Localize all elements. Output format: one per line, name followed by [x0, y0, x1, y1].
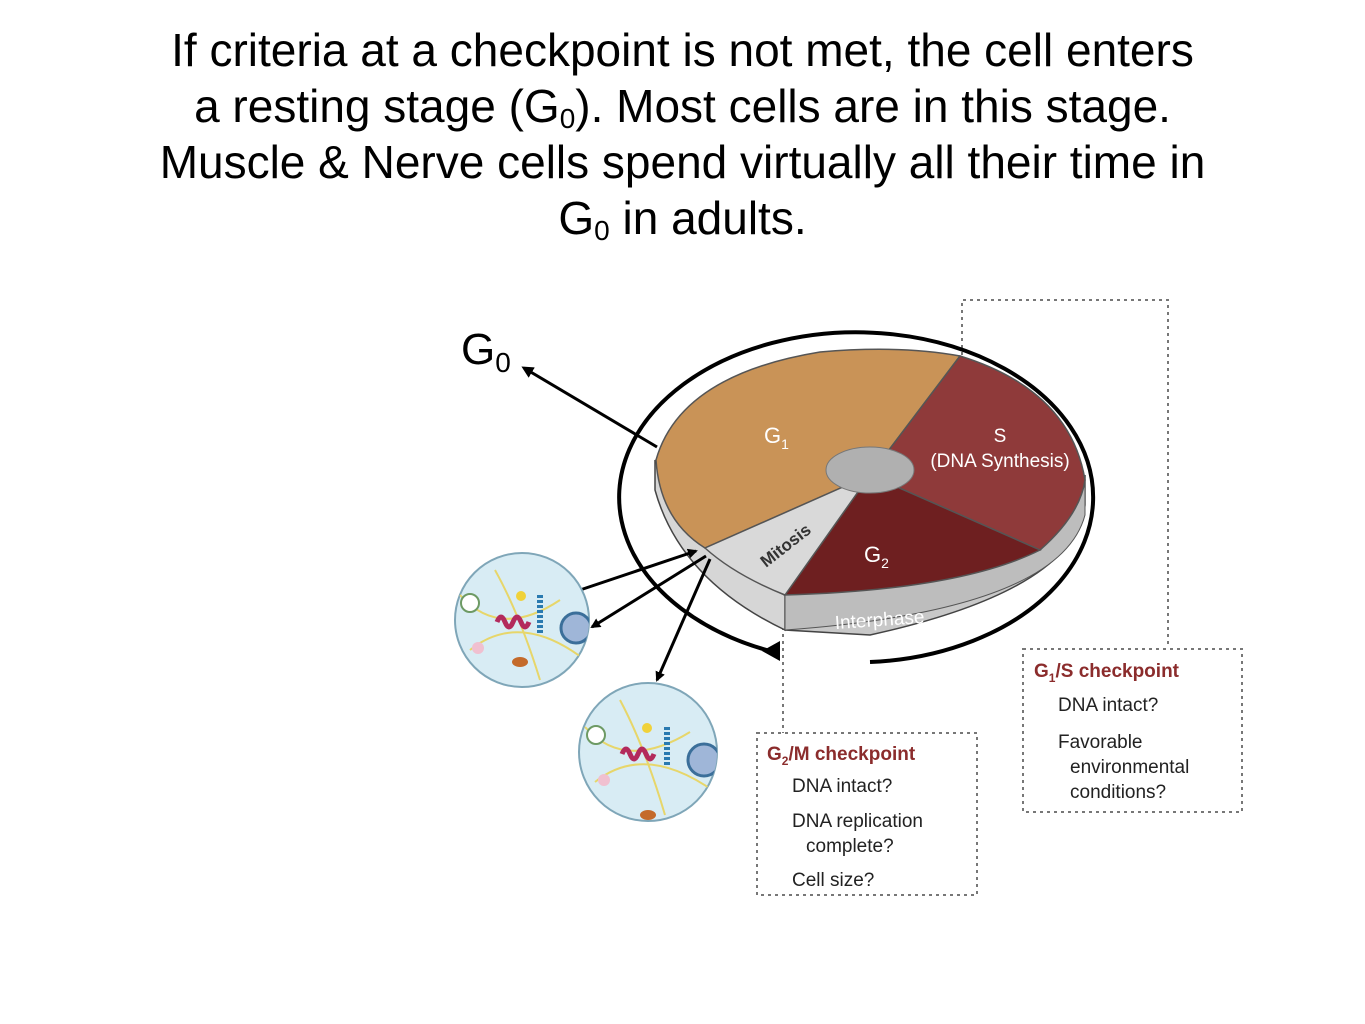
title-line-4-end: in adults.: [609, 192, 807, 244]
g2m-checkpoint-box: G2/M checkpoint DNA intact? DNA replicat…: [756, 732, 978, 896]
g2m-question-replication-1: DNA replication: [792, 811, 923, 832]
cycle-ring: [617, 330, 1096, 664]
ring-arrowhead-icon: [762, 641, 780, 661]
g2m-question-size: Cell size?: [792, 870, 874, 891]
daughter-cell-1: [454, 552, 590, 688]
s-slice: [868, 355, 1086, 551]
g1s-connector-line: [961, 299, 1169, 648]
g1s-checkpoint-box: G1/S checkpoint DNA intact? Favorable en…: [1022, 648, 1243, 813]
arrow-to-g0: [521, 366, 658, 449]
title-line-2-text: a resting stage (G: [194, 80, 560, 132]
s-label-line2: (DNA Synthesis): [930, 451, 1069, 472]
daughter-cell-2: [578, 682, 718, 822]
g1s-checkpoint-title: G1/S checkpoint: [1034, 661, 1180, 685]
nucleus-icon: [559, 611, 589, 645]
g2m-question-replication-2: complete?: [806, 836, 894, 857]
g1s-question-conditions-1: Favorable: [1058, 732, 1143, 753]
slide-title: If criteria at a checkpoint is not met, …: [40, 22, 1325, 258]
g1s-question-conditions-2: environmental: [1070, 757, 1189, 778]
g2m-question-dna: DNA intact?: [792, 776, 892, 797]
title-line-4-text: G: [558, 192, 595, 244]
arrow-mitosis-to-cell1: [590, 554, 707, 629]
title-line-1: If criteria at a checkpoint is not met, …: [171, 24, 1194, 76]
mitosis-slice: [703, 473, 873, 596]
g1-label: G1: [764, 423, 789, 452]
title-line-2-end: ). Most cells are in this stage.: [575, 80, 1171, 132]
arrow-cell1-to-mitosis: [579, 548, 698, 592]
title-line-2-subscript: 0: [559, 103, 576, 134]
title-line-3: Muscle & Nerve cells spend virtually all…: [159, 136, 1206, 188]
arrow-mitosis-to-cell2: [655, 558, 712, 682]
nucleus-icon: [686, 742, 717, 778]
ring-arc: [617, 330, 1096, 664]
g1s-question-dna: DNA intact?: [1058, 695, 1158, 716]
s-label-line1: S: [994, 426, 1007, 447]
g0-label: G0: [461, 325, 511, 378]
pie-hub: [825, 446, 915, 494]
pie-chart: G1 S (DNA Synthesis) G2 Mitosis Interpha…: [654, 348, 1086, 636]
g1s-question-conditions-3: conditions?: [1070, 782, 1166, 803]
g2-label: G2: [864, 542, 889, 571]
arrows: [521, 366, 712, 682]
title-line-4-subscript: 0: [594, 215, 610, 246]
g2m-checkpoint-title: G2/M checkpoint: [767, 744, 916, 768]
g1-slice: [655, 348, 962, 549]
checkpoint-connectors: [782, 299, 1169, 733]
title-line-4: G0 in adults.: [40, 190, 1325, 246]
title-line-2: a resting stage (G0). Most cells are in …: [40, 78, 1325, 134]
